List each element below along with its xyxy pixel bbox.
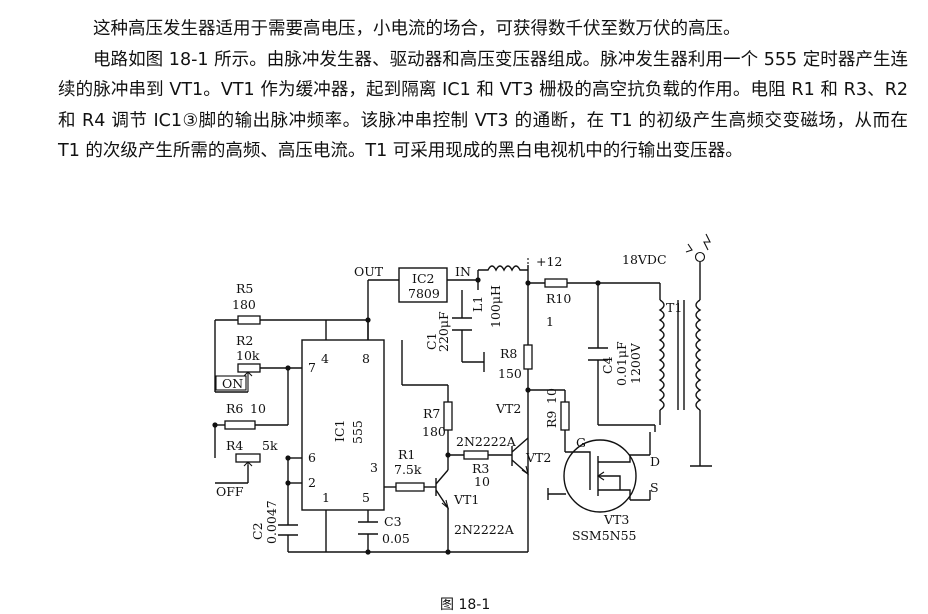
l1-inductor: [478, 265, 528, 272]
r8-resistor: [523, 344, 533, 370]
junction-dots: [212, 277, 601, 555]
label-r2-val: 10k: [236, 348, 260, 363]
label-r6: R6: [226, 401, 243, 416]
r4-wiper-arrow: [243, 461, 253, 467]
intro-paragraph: 这种高压发生器适用于需要高电压，小电流的场合，可获得数千伏至数万伏的高压。: [93, 19, 741, 39]
label-pin8: 8: [362, 351, 370, 366]
spark-icon: [685, 243, 693, 253]
label-vt2-part: 2N2222A: [456, 434, 517, 449]
label-18vdc: 18VDC: [622, 252, 667, 267]
wires: [214, 265, 661, 553]
label-drain: D: [650, 454, 660, 469]
label-c2-val: 0.0047: [264, 500, 279, 544]
label-r5-val: 180: [232, 297, 256, 312]
on-switch: [215, 375, 247, 391]
label-ic1: IC1: [332, 420, 347, 442]
label-pin4: 4: [321, 351, 329, 366]
c3-capacitor: [358, 521, 378, 535]
r9-resistor: [560, 401, 570, 431]
label-vt2: VT2: [525, 450, 551, 465]
lightning-icon: [703, 233, 711, 251]
c2-capacitor: [278, 524, 298, 536]
label-r5: R5: [236, 281, 253, 296]
label-pin1: 1: [322, 490, 330, 505]
label-out: OUT: [354, 264, 384, 279]
label-r8: R8: [500, 346, 517, 361]
label-l1-val: 100μH: [488, 285, 503, 328]
hv-output-terminal: [694, 251, 706, 263]
label-c4: C4: [600, 356, 615, 374]
r10-resistor: [544, 278, 568, 288]
label-l1: L1: [470, 296, 485, 312]
label-r3: R3: [472, 461, 489, 476]
vt1-transistor: [435, 469, 449, 510]
r1-resistor: [395, 482, 425, 492]
r4-potentiometer: [235, 453, 261, 463]
label-gate: G: [576, 435, 586, 450]
label-c4-val2: 1200V: [628, 342, 643, 384]
c4-capacitor: [588, 347, 608, 361]
label-r4-val: 5k: [262, 438, 278, 453]
label-vt2-top: VT2: [495, 401, 521, 416]
label-r9-val: 10: [544, 388, 559, 404]
label-r10-val: 1: [546, 314, 554, 329]
label-plus12: +12: [536, 254, 562, 269]
vt2-transistor: [511, 437, 529, 476]
label-pin5: 5: [362, 490, 370, 505]
label-vt1-part: 2N2222A: [454, 522, 515, 537]
label-pin7: 7: [308, 360, 316, 375]
vt3-mosfet: [563, 439, 650, 513]
label-r1-val: 7.5k: [394, 462, 422, 477]
label-source: S: [650, 480, 659, 495]
ic1-555-block: [301, 339, 385, 511]
t1-transformer: [658, 262, 702, 466]
label-t1: T1: [666, 300, 682, 315]
label-r9: R9: [544, 411, 559, 428]
label-r10: R10: [546, 291, 571, 306]
label-r8-val: 150: [498, 366, 522, 381]
label-r6-val: 10: [250, 401, 266, 416]
description-paragraph: 电路如图 18-1 所示。由脉冲发生器、驱动器和高压变压器组成。脉冲发生器利用一…: [58, 49, 908, 162]
r7-resistor: [443, 401, 453, 431]
label-pin2: 2: [308, 475, 316, 490]
label-r2: R2: [236, 333, 253, 348]
label-c3: C3: [384, 514, 402, 529]
r5-resistor: [237, 315, 261, 325]
label-vt1: VT1: [453, 492, 479, 507]
label-ic1-part: 555: [350, 420, 365, 444]
label-off: OFF: [216, 484, 244, 499]
r3-resistor: [463, 450, 489, 460]
component-labels: OUT IC2 7809 IN +12 18VDC L1 100μH C1 22…: [216, 252, 682, 546]
label-r4: R4: [226, 438, 243, 453]
r6-resistor: [224, 420, 256, 430]
r2-wiper-arrow: [243, 371, 253, 377]
label-vt3-part: SSM5N55: [572, 528, 637, 543]
label-r3-val: 10: [474, 474, 490, 489]
label-ic2-part: 7809: [408, 286, 440, 301]
label-pin6: 6: [308, 450, 316, 465]
label-r7-val: 180: [422, 424, 446, 439]
label-in: IN: [455, 264, 471, 279]
label-c1: C1: [424, 332, 439, 350]
label-pin3: 3: [370, 460, 378, 475]
label-c4-val1: 0.01μF: [614, 341, 629, 386]
label-r1: R1: [398, 447, 415, 462]
r2-potentiometer: [237, 363, 261, 373]
ic2-regulator-block: [398, 267, 448, 303]
label-on: ON: [222, 376, 243, 391]
label-ic2: IC2: [412, 271, 434, 286]
label-c1-val: 220μF: [436, 311, 451, 352]
label-vt3: VT3: [603, 512, 629, 527]
article-text: 这种高压发生器适用于需要高电压，小电流的场合，可获得数千伏至数万伏的高压。 电路…: [58, 14, 908, 167]
label-c2: C2: [250, 522, 265, 540]
figure-caption: 图 18-1: [440, 597, 491, 613]
label-r7: R7: [423, 406, 440, 421]
label-c3-val: 0.05: [382, 531, 410, 546]
c1-capacitor: [452, 317, 472, 331]
